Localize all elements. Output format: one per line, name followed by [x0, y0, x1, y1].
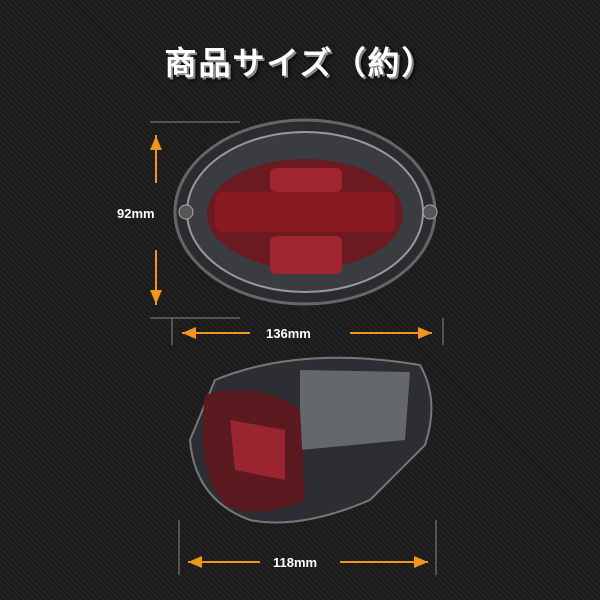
tail-lamp-front-view — [173, 118, 438, 306]
width-bottom-label: 118mm — [273, 555, 318, 570]
tail-lamp-side-view — [188, 356, 433, 524]
width-top-label: 136mm — [266, 326, 311, 341]
height-arrow — [150, 121, 240, 319]
height-label: 92mm — [117, 206, 155, 221]
width-arrow-bottom — [178, 520, 437, 575]
width-arrow-top — [171, 318, 444, 345]
page-title: 商品サイズ（約） — [164, 44, 436, 82]
